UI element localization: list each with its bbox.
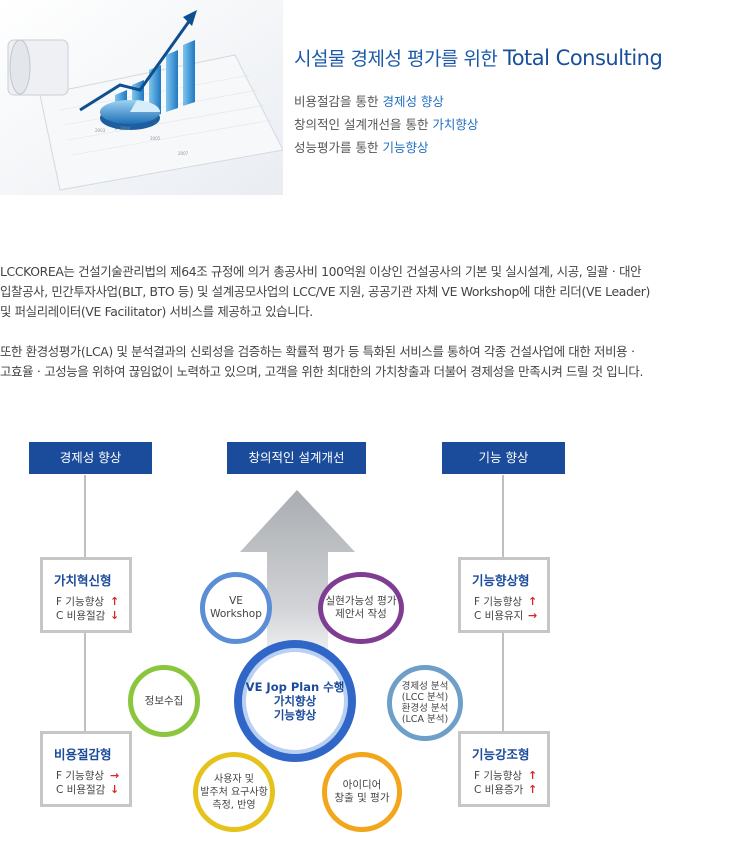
up-arrow-icon: ↑: [110, 595, 120, 608]
row-label: C 비용증가: [474, 784, 524, 796]
type-box-title: 기능강조형: [472, 747, 530, 762]
hero-title: 시설물 경제성 평가를 위한 Total Consulting: [294, 44, 663, 71]
circle-text: Workshop: [210, 608, 262, 620]
hero-line-text: 창의적인 설계개선을 통한: [294, 117, 433, 132]
connector-line: [84, 475, 86, 557]
row-label: F 기능향상: [56, 770, 105, 782]
top-box-design: 창의적인 설계개선: [227, 442, 366, 474]
intro-paragraph-2: 또한 환경성평가(LCA) 및 분석결과의 신뢰성을 검증하는 확률적 평가 등…: [0, 342, 745, 382]
type-box-title: 비용절감형: [54, 747, 112, 762]
circle-text: 창출 및 평가: [334, 792, 390, 804]
circle-text: 측정, 반영: [212, 799, 256, 811]
type-row: F 기능향상 ↑: [474, 595, 547, 609]
hero-line-text: 비용절감을 통한: [294, 94, 383, 109]
row-label: F 기능향상: [474, 596, 523, 608]
type-row: C 비용유지 →: [474, 609, 547, 623]
circle-text: 제안서 작성: [335, 608, 387, 620]
row-label: C 비용절감: [56, 784, 106, 796]
type-row: C 비용증가 ↑: [474, 783, 547, 797]
svg-text:2005: 2005: [150, 136, 161, 141]
row-label: C 비용절감: [56, 610, 106, 622]
circle-text: 정보수집: [144, 694, 184, 707]
circle-info-gathering: 정보수집: [128, 665, 200, 737]
down-arrow-icon: ↓: [110, 783, 120, 796]
hero-line-highlight: 기능향상: [382, 140, 429, 155]
up-arrow-icon: ↑: [528, 783, 538, 796]
hero-line: 비용절감을 통한 경제성 향상: [294, 91, 444, 110]
paragraph-line: 입찰공사, 민간투자사업(BLT, BTO 등) 및 설계공모사업의 LCC/V…: [0, 284, 651, 299]
circle-text: VE: [229, 595, 243, 607]
hero-line: 성능평가를 통한 기능향상: [294, 137, 428, 156]
type-row: C 비용절감 ↓: [56, 609, 129, 623]
top-box-economy: 경제성 향상: [29, 442, 152, 474]
row-label: F 기능향상: [56, 596, 105, 608]
type-box-function-reinforce: 기능강조형 F 기능향상 ↑ C 비용증가 ↑: [458, 731, 550, 807]
paragraph-line: LCCKOREA는 건설기술관리법의 제64조 규정에 의거 총공사비 100억…: [0, 264, 642, 279]
type-box-function-improvement: 기능향상형 F 기능향상 ↑ C 비용유지 →: [458, 557, 550, 633]
up-arrow-icon: ↑: [528, 769, 538, 782]
type-box-title: 가치혁신형: [54, 573, 112, 588]
hero-line-highlight: 가치향상: [432, 117, 479, 132]
connector-line: [502, 475, 504, 557]
up-arrow-icon: ↑: [528, 595, 538, 608]
paragraph-line: 또한 환경성평가(LCA) 및 분석결과의 신뢰성을 검증하는 확률적 평가 등…: [0, 344, 639, 359]
right-arrow-icon: →: [110, 769, 120, 782]
row-label: C 비용유지: [474, 610, 524, 622]
down-arrow-icon: ↓: [110, 609, 120, 622]
hero-line-highlight: 경제성 향상: [382, 94, 444, 109]
svg-text:2007: 2007: [178, 151, 189, 156]
type-row: F 기능향상 ↑: [56, 595, 129, 609]
type-row: C 비용절감 ↓: [56, 783, 129, 797]
hero-line-text: 성능평가를 통한: [294, 140, 383, 155]
paragraph-line: 고효율ㆍ고성능을 위하여 끊임없이 노력하고 있으며, 고객을 위한 최대한의 …: [0, 364, 644, 379]
hero-title-en: Total Consulting: [502, 46, 663, 70]
right-arrow-icon: →: [528, 609, 538, 622]
circle-text: 발주처 요구사항: [200, 786, 268, 798]
type-box-cost-reduction: 비용절감형 F 기능향상 → C 비용절감 ↓: [40, 731, 132, 807]
paragraph-line: 및 퍼실리레이터(VE Facilitator) 서비스를 제공하고 있습니다.: [0, 304, 313, 319]
circle-economic-analysis: 경제성 분석(LCC 분석)환경성 분석(LCA 분석): [387, 665, 463, 741]
circle-text: 환경성 분석: [401, 703, 449, 714]
circle-text: 실현가능성 평가: [325, 595, 397, 607]
connector-line: [84, 633, 86, 731]
svg-text:2003: 2003: [95, 128, 106, 133]
top-box-function: 기능 향상: [442, 442, 565, 474]
center-text: 기능향상: [273, 708, 317, 722]
type-box-value-innovation: 가치혁신형 F 기능향상 ↑ C 비용절감 ↓: [40, 557, 132, 633]
row-label: F 기능향상: [474, 770, 523, 782]
center-text: 가치향상: [273, 694, 317, 708]
intro-paragraph-1: LCCKOREA는 건설기술관리법의 제64조 규정에 의거 총공사비 100억…: [0, 262, 745, 322]
circle-text: 경제성 분석: [401, 681, 449, 692]
svg-text:2004: 2004: [120, 126, 131, 131]
type-box-title: 기능향상형: [472, 573, 530, 588]
hero-title-ko: 시설물 경제성 평가를 위한: [294, 48, 498, 70]
circle-text: 사용자 및: [214, 773, 254, 785]
hero-line: 창의적인 설계개선을 통한 가치향상: [294, 114, 478, 133]
circle-text: 아이디어: [342, 779, 382, 791]
center-text: VE Jop Plan 수행: [245, 680, 345, 694]
type-row: F 기능향상 ↑: [474, 769, 547, 783]
connector-line: [502, 633, 504, 731]
type-row: F 기능향상 →: [56, 769, 129, 783]
circle-text: (LCA 분석): [401, 714, 449, 725]
hero-chart-illustration: 2003 2004 2005 2007: [0, 0, 283, 195]
circle-text: (LCC 분석): [401, 692, 449, 703]
